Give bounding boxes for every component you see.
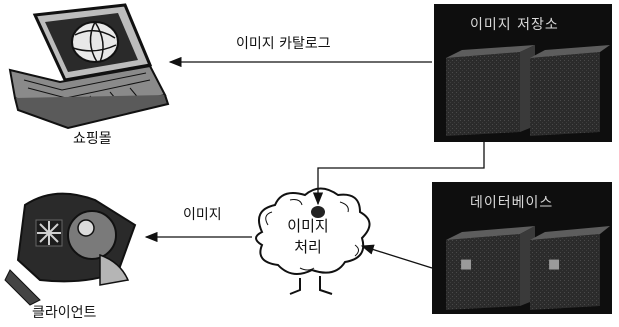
- process-label-line1: 이미지: [287, 217, 329, 235]
- client-icon: [4, 192, 137, 306]
- arrow-storage-to-processing: [312, 142, 485, 206]
- edge-label-image: 이미지: [183, 207, 222, 223]
- arrow-db-to-processing: [360, 244, 433, 269]
- computer-icon: [8, 3, 170, 130]
- process-label-line2: 처리: [294, 238, 322, 256]
- svg-text:■: ■: [548, 257, 560, 272]
- client-label: 클라이언트: [32, 305, 97, 321]
- image-storage-box: [434, 4, 612, 142]
- storage-title: 이미지 저장소: [470, 17, 559, 33]
- database-title: 데이터베이스: [470, 195, 554, 211]
- database-box: ■ ■: [432, 182, 612, 314]
- image-processing-cloud: [255, 187, 371, 295]
- svg-text:■: ■: [460, 257, 472, 272]
- edge-label-catalog: 이미지 카탈로그: [236, 36, 331, 52]
- shop-label: 쇼핑몰: [73, 131, 112, 147]
